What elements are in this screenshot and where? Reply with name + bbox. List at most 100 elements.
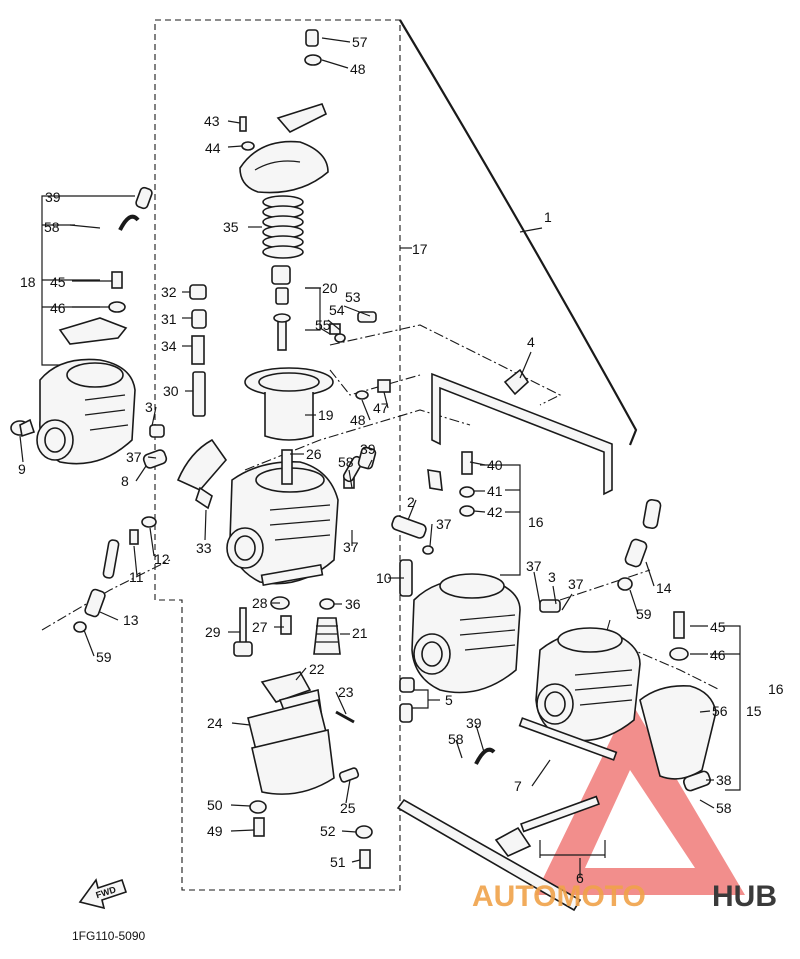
fwd-arrow-icon: FWD	[78, 878, 128, 910]
callout-10: 10	[376, 570, 392, 586]
leader-line	[149, 527, 155, 557]
callout-32: 32	[161, 284, 177, 300]
leader-line	[407, 499, 417, 521]
callout-16: 16	[528, 514, 544, 530]
bracket-lines	[41, 195, 741, 878]
leader-line	[204, 509, 207, 541]
leader-line	[519, 351, 532, 379]
callout-30: 30	[163, 383, 179, 399]
callout-36: 36	[345, 596, 361, 612]
callout-25: 25	[340, 800, 356, 816]
callout-27: 27	[252, 619, 268, 635]
leader-line	[473, 510, 486, 513]
leader-line	[629, 589, 639, 615]
callout-35: 35	[223, 219, 239, 235]
callout-42: 42	[487, 504, 503, 520]
spring-35	[262, 195, 304, 259]
callout-50: 50	[207, 797, 223, 813]
callout-53: 53	[345, 289, 361, 305]
leader-line	[351, 859, 361, 863]
leader-line	[348, 469, 353, 489]
callout-24: 24	[207, 715, 223, 731]
callout-45b: 45	[710, 619, 726, 635]
leader-line	[230, 804, 251, 807]
leader-line	[367, 459, 373, 469]
callout-54: 54	[329, 302, 345, 318]
callout-3b: 3	[548, 569, 556, 585]
callout-58d: 58	[716, 800, 732, 816]
callout-51: 51	[330, 854, 346, 870]
callout-39c: 39	[466, 715, 482, 731]
callout-39b: 39	[360, 441, 376, 457]
callout-26: 26	[306, 446, 322, 462]
callout-49: 49	[207, 823, 223, 839]
callout-21: 21	[352, 625, 368, 641]
callout-37d: 37	[526, 558, 542, 574]
callout-59: 59	[636, 606, 652, 622]
leader-line	[227, 120, 241, 124]
right-carburetors	[342, 368, 717, 792]
shafts-and-plates	[19, 418, 618, 912]
callout-31: 31	[161, 311, 177, 327]
upper-vacuum-assembly	[239, 29, 377, 441]
leader-line	[230, 829, 255, 832]
leader-line	[151, 406, 157, 427]
leader-line	[133, 545, 138, 577]
leader-line	[341, 830, 357, 833]
callout-58: 58	[44, 219, 60, 235]
callout-58c: 58	[448, 731, 464, 747]
watermark-text-b: HUB	[712, 880, 777, 913]
leader-line	[699, 799, 715, 809]
callout-37: 37	[126, 449, 142, 465]
leader-line	[383, 391, 389, 409]
callout-11: 11	[129, 569, 144, 585]
assembly-boundaries	[41, 19, 721, 891]
callout-37e: 37	[568, 576, 584, 592]
callout-16b: 16	[768, 681, 784, 697]
center-carburetor	[176, 284, 355, 657]
callout-6: 6	[576, 870, 584, 886]
watermark-triangle-icon	[535, 700, 745, 895]
leader-line	[231, 722, 251, 726]
callout-28: 28	[252, 595, 268, 611]
watermark	[535, 700, 745, 895]
leader-line	[319, 327, 331, 335]
callout-57: 57	[352, 34, 368, 50]
callout-46: 46	[50, 300, 66, 316]
callout-12: 12	[154, 551, 170, 567]
leader-line	[69, 224, 101, 229]
callout-22: 22	[309, 661, 325, 677]
callout-4: 4	[527, 334, 535, 350]
leader-line	[533, 571, 541, 605]
callout-40: 40	[487, 457, 503, 473]
callout-52: 52	[320, 823, 336, 839]
callout-13: 13	[123, 612, 139, 628]
callout-48: 48	[350, 61, 366, 77]
leader-line	[83, 629, 95, 657]
diagram-code: 1FG110-5090	[72, 929, 145, 943]
callout-3: 3	[145, 399, 153, 415]
leader-line	[343, 305, 371, 317]
callout-15: 15	[746, 703, 762, 719]
leader-line	[455, 739, 463, 759]
leader-line	[135, 465, 147, 482]
callout-23: 23	[338, 684, 354, 700]
callout-5: 5	[445, 692, 453, 708]
callout-43: 43	[204, 113, 220, 129]
callout-2: 2	[407, 494, 415, 510]
callout-29: 29	[205, 624, 221, 640]
leader-line	[469, 461, 486, 466]
leader-line	[321, 37, 351, 43]
leader-line	[19, 435, 24, 463]
leader-line	[475, 724, 485, 753]
leader-line	[335, 691, 347, 715]
left-carburetor	[10, 186, 168, 469]
callout-9: 9	[18, 461, 26, 477]
callout-numbers: 57 48 43 44 35 20 53 54 55 17 1 39 58 18…	[18, 34, 784, 886]
leader-line	[321, 59, 349, 69]
callout-20: 20	[322, 280, 338, 296]
callout-leaders	[19, 37, 715, 863]
callout-47: 47	[373, 400, 389, 416]
leader-line	[531, 759, 551, 787]
